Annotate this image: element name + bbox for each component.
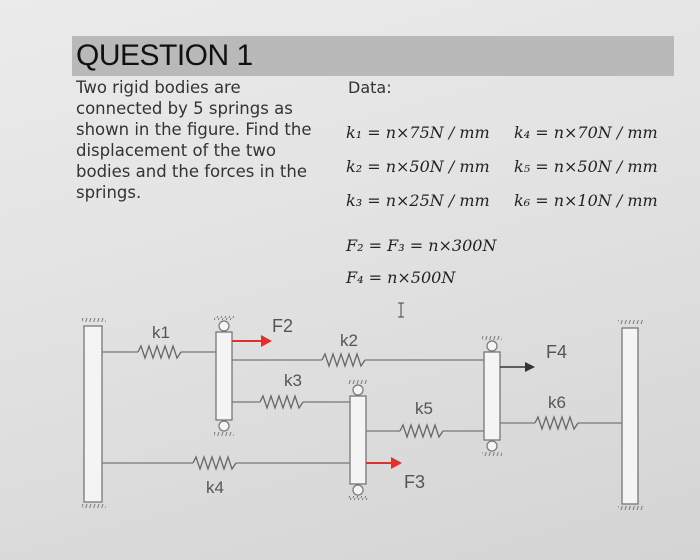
rigid-body-3 [482, 336, 502, 456]
f2-f3-equation: F₂ = F₃ = n×300N [346, 236, 497, 255]
label-k6: k6 [548, 393, 566, 412]
body2-roller-top [352, 384, 364, 396]
label-k3: k3 [284, 371, 302, 390]
spring-k6 [500, 414, 622, 432]
k5-coil [399, 422, 444, 440]
problem-statement: Two rigid bodies are connected by 5 spri… [76, 77, 338, 203]
right-wall-body [621, 327, 639, 505]
label-F2: F2 [272, 316, 293, 336]
question-title: QUESTION 1 [76, 39, 253, 72]
title-bar [72, 36, 674, 76]
k4-coil [192, 454, 237, 472]
k4-equation: k₄ = n×70N / mm [514, 123, 658, 142]
spring-k5 [366, 422, 484, 440]
data-label: Data: [348, 78, 392, 97]
spring-k1 [102, 343, 216, 361]
body3-rect [483, 351, 501, 441]
k2-equation: k₂ = n×50N / mm [346, 157, 490, 176]
label-k2: k2 [340, 331, 358, 350]
label-k1: k1 [152, 323, 170, 342]
F2-head [261, 335, 272, 347]
problem-line: bodies and the forces in the [76, 162, 307, 181]
k2-coil [321, 351, 366, 369]
body1-rect [215, 331, 233, 421]
problem-line: springs. [76, 183, 142, 202]
body3-roller-bottom [486, 440, 498, 452]
F4-head [525, 362, 535, 372]
problem-line: connected by 5 springs as [76, 99, 293, 118]
right-wall-hatch-bottom [618, 506, 644, 510]
k1-equation: k₁ = n×75N / mm [346, 123, 490, 142]
spring-k2 [232, 351, 484, 369]
label-F3: F3 [404, 472, 425, 492]
k3-equation: k₃ = n×25N / mm [346, 191, 490, 210]
problem-line: Two rigid bodies are [76, 78, 241, 97]
F3-head [391, 457, 402, 469]
right-fixed-wall [618, 320, 644, 510]
k5-equation: k₅ = n×50N / mm [514, 157, 658, 176]
problem-line: displacement of the two [76, 141, 276, 160]
force-F3-arrow [366, 457, 402, 469]
body3-roller-top [486, 340, 498, 352]
rigid-body-1 [214, 316, 234, 436]
body3-hatch-top [482, 336, 502, 340]
label-k5: k5 [415, 399, 433, 418]
body2-hatch-bottom [348, 496, 368, 500]
body1-roller-top [218, 320, 230, 332]
problem-line: shown in the figure. Find the [76, 120, 312, 139]
body1-roller-bottom [218, 420, 230, 432]
k3-coil [259, 393, 304, 411]
k6-equation: k₆ = n×10N / mm [514, 191, 658, 210]
body2-rect [349, 395, 367, 485]
body3-hatch-bottom [482, 452, 502, 456]
rigid-body-2 [348, 380, 368, 500]
spring-k3 [232, 393, 350, 411]
force-F2-arrow [232, 335, 272, 347]
text-cursor-icon [398, 302, 404, 318]
right-wall-hatch-top [618, 320, 644, 324]
k1-coil [137, 343, 182, 361]
body2-roller-bottom [352, 484, 364, 496]
left-wall-hatch-bottom [82, 504, 106, 508]
k6-coil [534, 414, 579, 432]
label-k4: k4 [206, 478, 224, 497]
body2-hatch-top [348, 380, 368, 384]
label-F4: F4 [546, 342, 567, 362]
left-wall-body [83, 325, 103, 503]
body1-hatch-top [214, 316, 234, 320]
spring-k4 [102, 454, 350, 472]
left-fixed-wall [82, 318, 106, 508]
left-wall-hatch-top [82, 318, 106, 322]
f4-equation: F₄ = n×500N [346, 268, 456, 287]
force-F4-arrow [500, 362, 535, 372]
body1-hatch-bottom [214, 432, 234, 436]
